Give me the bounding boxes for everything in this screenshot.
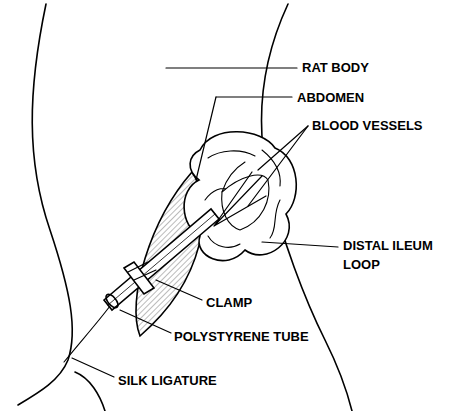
- body-outline-left: [18, 4, 72, 405]
- leader-line: [262, 242, 338, 247]
- leader-line: [196, 97, 216, 180]
- part-label: SILK LIGATURE: [118, 371, 217, 390]
- tube-bore: [108, 214, 215, 305]
- part-label: RAT BODY: [302, 58, 369, 77]
- silk-ligature-knot: [104, 292, 120, 309]
- leader-line: [72, 358, 114, 377]
- leader-line: [166, 67, 297, 68]
- part-label: BLOOD VESSELS: [312, 116, 423, 135]
- leader-line: [258, 126, 308, 170]
- leg-outline: [75, 372, 105, 411]
- ileum-fold: [205, 150, 280, 247]
- blood-vessels: [214, 172, 266, 226]
- silk-thread: [64, 306, 110, 362]
- leader-line: [248, 126, 308, 206]
- part-label: POLYSTYRENE TUBE: [174, 327, 309, 346]
- part-label: ABDOMEN: [297, 88, 364, 107]
- part-label: DISTAL ILEUM LOOP: [343, 236, 453, 274]
- part-label: CLAMP: [206, 293, 252, 312]
- mesentery: [222, 175, 269, 230]
- clamp-jaw: [128, 262, 156, 280]
- leader-line: [156, 280, 202, 300]
- leader-line: [120, 310, 171, 333]
- polystyrene-tube: [104, 209, 219, 310]
- leader-line: [216, 96, 292, 97]
